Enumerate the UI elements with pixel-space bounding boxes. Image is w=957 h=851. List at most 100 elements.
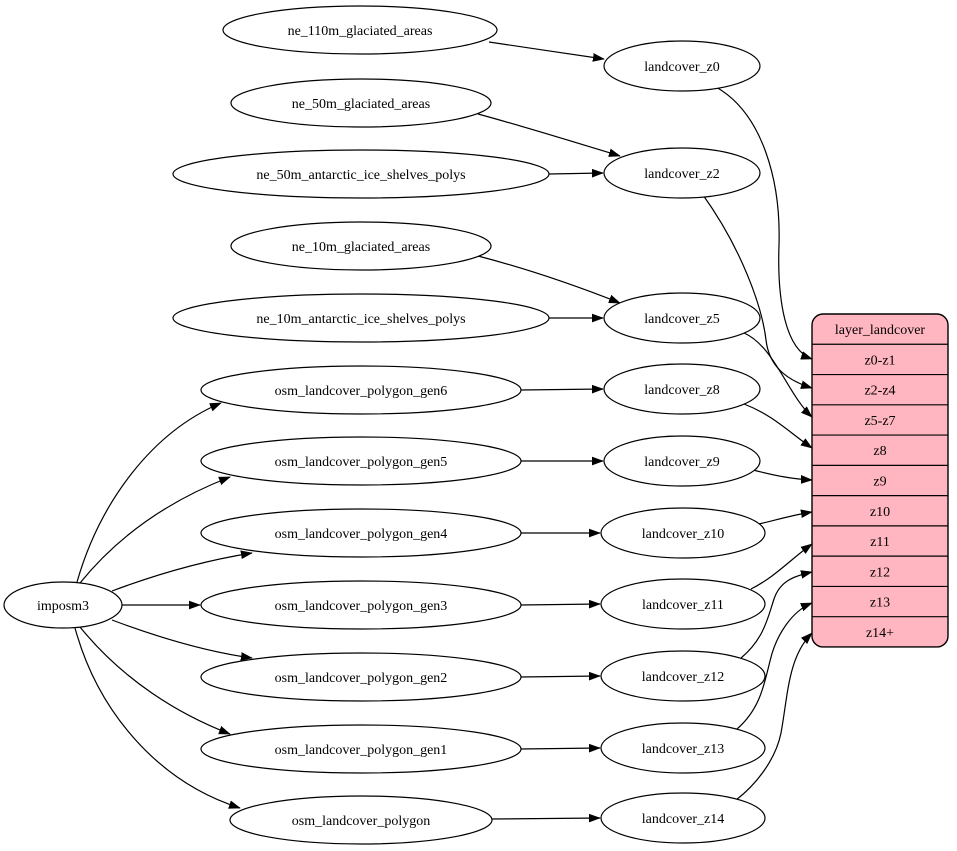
node-label-ne_10m_glaciated_areas: ne_10m_glaciated_areas (292, 240, 430, 255)
table-row-label-z12: z12 (870, 565, 890, 580)
node-ne_10m_antarctic_ice_shelves_polys: ne_10m_antarctic_ice_shelves_polys (172, 293, 550, 343)
table-row-label-z5-z7: z5-z7 (864, 414, 895, 429)
table-row-label-z0-z1: z0-z1 (864, 353, 895, 368)
node-osm_landcover_polygon_gen5: osm_landcover_polygon_gen5 (200, 436, 522, 486)
node-osm_landcover_polygon_gen2: osm_landcover_polygon_gen2 (200, 652, 522, 702)
table-layer: layer_landcover z0-z1 z2-z4 z5-z7 z8 z9 z10 z11… (811, 313, 949, 648)
node-label-landcover_z13: landcover_z13 (642, 742, 724, 757)
node-label-landcover_z5: landcover_z5 (644, 312, 719, 327)
node-ellipse-ne_50m_antarctic_ice_shelves_polys (172, 149, 550, 199)
node-label-osm_landcover_polygon_gen5: osm_landcover_polygon_gen5 (275, 455, 448, 470)
node-label-ne_10m_antarctic_ice_shelves_polys: ne_10m_antarctic_ice_shelves_polys (256, 312, 465, 327)
node-ellipse-osm_landcover_polygon_gen1 (200, 724, 522, 774)
node-ellipse-ne_50m_glaciated_areas (230, 78, 492, 128)
edge-landcover_z2-to-layer_landcover-z2-z4 (702, 194, 812, 388)
node-ellipse-imposm3 (3, 581, 123, 629)
node-ellipse-osm_landcover_polygon_gen4 (200, 508, 522, 558)
node-label-landcover_z2: landcover_z2 (644, 167, 719, 182)
edge-imposm3-to-osm_landcover_polygon_gen6 (76, 402, 221, 583)
node-ellipse-osm_landcover_polygon_gen3 (200, 580, 522, 630)
edge-imposm3-to-osm_landcover_polygon_gen1 (79, 626, 230, 735)
node-imposm3: imposm3 (3, 581, 123, 629)
node-ellipse-landcover_z9 (603, 435, 761, 487)
node-osm_landcover_polygon: osm_landcover_polygon (229, 795, 493, 845)
table-row-label-z11: z11 (870, 535, 890, 550)
node-label-landcover_z10: landcover_z10 (642, 527, 724, 542)
edge-imposm3-to-osm_landcover_polygon_gen5 (79, 476, 230, 584)
node-ellipse-landcover_z5 (603, 292, 761, 344)
node-ellipse-landcover_z8 (603, 363, 761, 415)
edge-osm_landcover_polygon_gen1-to-landcover_z13 (520, 748, 600, 749)
node-ellipse-ne_10m_glaciated_areas (230, 221, 492, 271)
node-osm_landcover_polygon_gen1: osm_landcover_polygon_gen1 (200, 724, 522, 774)
node-ellipse-landcover_z2 (603, 147, 761, 199)
node-ellipse-osm_landcover_polygon (229, 795, 493, 845)
table-row-label-z10: z10 (870, 505, 890, 520)
node-landcover_z9: landcover_z9 (603, 435, 761, 487)
node-label-osm_landcover_polygon_gen6: osm_landcover_polygon_gen6 (275, 384, 448, 399)
node-label-ne_50m_glaciated_areas: ne_50m_glaciated_areas (292, 97, 430, 112)
node-label-osm_landcover_polygon_gen3: osm_landcover_polygon_gen3 (275, 599, 448, 614)
edge-landcover_z11-to-layer_landcover-z11 (750, 544, 812, 590)
table-row-label-z9: z9 (873, 474, 886, 489)
node-ne_50m_glaciated_areas: ne_50m_glaciated_areas (230, 78, 492, 128)
edge-landcover_z8-to-layer_landcover-z8 (743, 403, 812, 449)
edge-osm_landcover_polygon_gen2-to-landcover_z12 (520, 676, 600, 677)
edge-osm_landcover_polygon_gen6-to-landcover_z8 (520, 389, 603, 390)
node-ellipse-osm_landcover_polygon_gen5 (200, 436, 522, 486)
edge-landcover_z13-to-layer_landcover-z13 (736, 602, 812, 730)
node-label-landcover_z14: landcover_z14 (642, 812, 724, 827)
node-ne_50m_antarctic_ice_shelves_polys: ne_50m_antarctic_ice_shelves_polys (172, 149, 550, 199)
node-landcover_z14: landcover_z14 (600, 792, 766, 844)
node-landcover_z8: landcover_z8 (603, 363, 761, 415)
node-label-osm_landcover_polygon_gen4: osm_landcover_polygon_gen4 (275, 527, 448, 542)
table-title: layer_landcover (835, 323, 926, 338)
table-box (811, 313, 949, 648)
node-osm_landcover_polygon_gen3: osm_landcover_polygon_gen3 (200, 580, 522, 630)
edge-osm_landcover_polygon-to-landcover_z14 (491, 818, 600, 819)
node-osm_landcover_polygon_gen4: osm_landcover_polygon_gen4 (200, 508, 522, 558)
nodes-layer: imposm3 ne_110m_glaciated_areas ne_50m_gla… (3, 5, 766, 845)
edge-landcover_z10-to-layer_landcover-z10 (758, 512, 812, 525)
edge-ne_50m_antarctic_ice_shelves_polys-to-landcover_z2 (548, 173, 603, 174)
edge-imposm3-to-osm_landcover_polygon_gen4 (111, 553, 252, 592)
node-ellipse-ne_10m_antarctic_ice_shelves_polys (172, 293, 550, 343)
table-row-label-z8: z8 (873, 444, 886, 459)
node-ellipse-osm_landcover_polygon_gen2 (200, 652, 522, 702)
edge-landcover_z14-to-layer_landcover-z14+ (735, 633, 812, 801)
edge-landcover_z9-to-layer_landcover-z9 (752, 469, 812, 480)
node-landcover_z12: landcover_z12 (600, 650, 766, 702)
node-ellipse-osm_landcover_polygon_gen6 (200, 365, 522, 415)
table-row-label-z13: z13 (870, 596, 890, 611)
edge-imposm3-to-osm_landcover_polygon_gen2 (111, 619, 252, 658)
node-label-landcover_z9: landcover_z9 (644, 455, 719, 470)
edges-layer (74, 41, 812, 819)
node-ellipse-landcover_z13 (600, 722, 766, 774)
edge-ne_10m_glaciated_areas-to-landcover_z5 (477, 255, 620, 304)
node-ellipse-landcover_z11 (600, 578, 766, 630)
edge-ne_50m_glaciated_areas-to-landcover_z2 (477, 113, 620, 156)
node-label-osm_landcover_polygon: osm_landcover_polygon (292, 814, 430, 829)
node-ellipse-landcover_z12 (600, 650, 766, 702)
node-landcover_z10: landcover_z10 (600, 507, 766, 559)
edge-landcover_z5-to-layer_landcover-z5-z7 (743, 332, 812, 417)
node-label-ne_110m_glaciated_areas: ne_110m_glaciated_areas (288, 24, 433, 39)
node-label-imposm3: imposm3 (37, 599, 89, 614)
table-row-label-z2-z4: z2-z4 (864, 384, 895, 399)
edge-osm_landcover_polygon_gen3-to-landcover_z11 (520, 604, 600, 605)
table-row-label-z14+: z14+ (866, 626, 894, 641)
node-label-osm_landcover_polygon_gen1: osm_landcover_polygon_gen1 (275, 743, 448, 758)
node-osm_landcover_polygon_gen6: osm_landcover_polygon_gen6 (200, 365, 522, 415)
edge-imposm3-to-osm_landcover_polygon (74, 627, 240, 808)
node-label-landcover_z8: landcover_z8 (644, 383, 719, 398)
node-label-ne_50m_antarctic_ice_shelves_polys: ne_50m_antarctic_ice_shelves_polys (256, 168, 465, 183)
node-landcover_z13: landcover_z13 (600, 722, 766, 774)
node-ellipse-ne_110m_glaciated_areas (222, 5, 498, 55)
node-label-osm_landcover_polygon_gen2: osm_landcover_polygon_gen2 (275, 671, 448, 686)
edge-ne_110m_glaciated_areas-to-landcover_z0 (488, 41, 604, 59)
node-landcover_z2: landcover_z2 (603, 147, 761, 199)
node-landcover_z0: landcover_z0 (603, 40, 761, 92)
node-ellipse-landcover_z10 (600, 507, 766, 559)
